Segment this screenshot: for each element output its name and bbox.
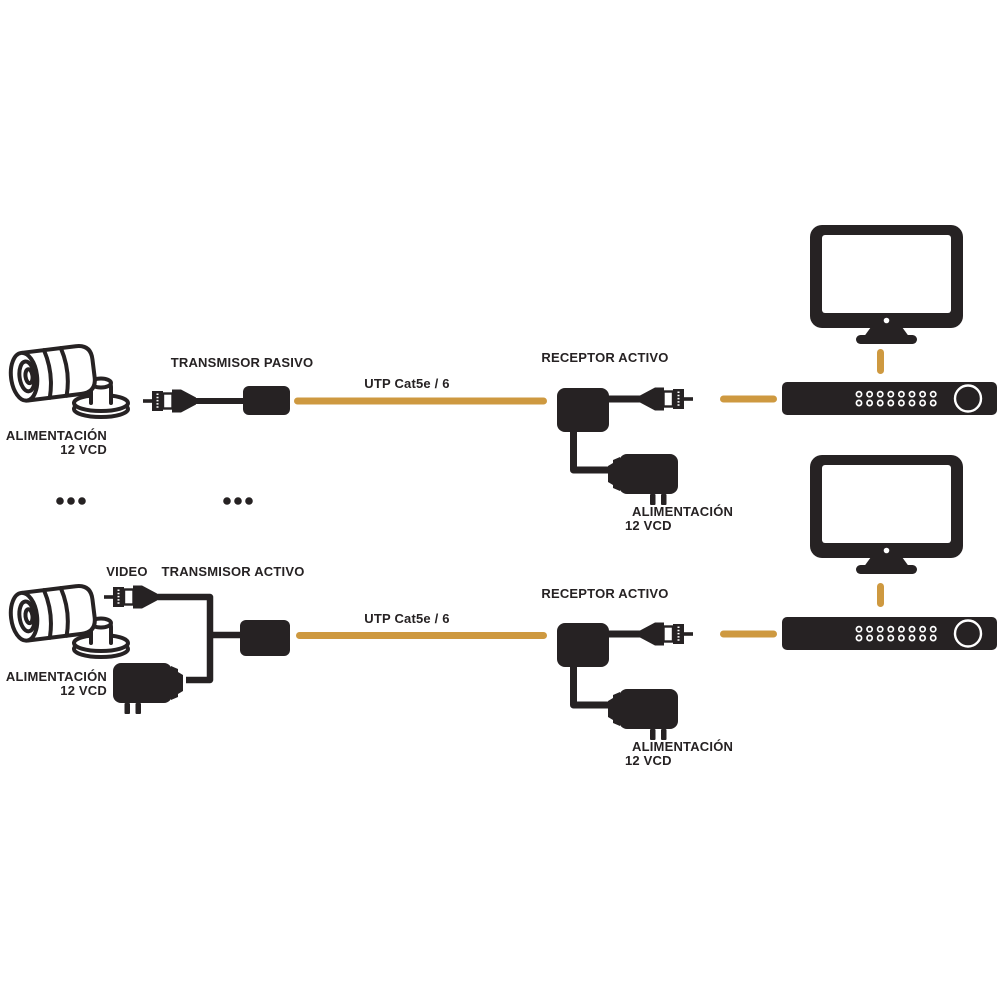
wire bbox=[155, 593, 214, 684]
camera-power-label: ALIMENTACIÓN 12 VCD bbox=[6, 429, 107, 457]
bnc-connector-icon bbox=[638, 621, 695, 647]
utp-cable bbox=[720, 395, 777, 403]
dvr-icon bbox=[780, 615, 999, 652]
monitor-icon bbox=[810, 225, 963, 344]
continuation-dots bbox=[56, 497, 253, 505]
utp-cable bbox=[294, 397, 547, 405]
receiver-active-label: RECEPTOR ACTIVO bbox=[541, 586, 669, 601]
wire bbox=[570, 665, 608, 709]
receiver-box bbox=[557, 623, 609, 667]
camera-icon bbox=[6, 342, 131, 419]
utp-cable bbox=[720, 630, 777, 638]
power-adapter-icon bbox=[608, 689, 678, 740]
power-adapter-icon bbox=[608, 454, 678, 505]
bnc-connector-icon bbox=[141, 388, 198, 414]
bnc-connector-icon bbox=[638, 386, 695, 412]
receiver-power-line2: 12 VCD bbox=[625, 753, 672, 768]
camera-power-line1: ALIMENTACIÓN bbox=[5, 428, 107, 443]
utp-cable-label: UTP Cat5e / 6 bbox=[364, 611, 450, 626]
monitor-icon bbox=[810, 455, 963, 574]
receiver-box bbox=[557, 388, 609, 432]
receiver-power-line2: 12 VCD bbox=[625, 518, 672, 533]
balun-box bbox=[240, 620, 290, 656]
balun-box bbox=[243, 386, 290, 415]
utp-cable bbox=[296, 632, 547, 639]
camera-power-line1: ALIMENTACIÓN bbox=[5, 669, 107, 684]
video-label: VIDEO bbox=[106, 564, 148, 579]
receiver-power-label: ALIMENTACIÓN 12 VCD bbox=[625, 505, 733, 533]
transmitter-passive-label: TRANSMISOR PASIVO bbox=[170, 355, 314, 370]
receiver-power-label: ALIMENTACIÓN 12 VCD bbox=[625, 740, 733, 768]
camera-power-label: ALIMENTACIÓN 12 VCD bbox=[6, 670, 107, 698]
dvr-icon bbox=[780, 380, 999, 417]
receiver-power-line1: ALIMENTACIÓN bbox=[632, 739, 734, 754]
camera-power-line2: 12 VCD bbox=[60, 683, 107, 698]
receiver-power-line1: ALIMENTACIÓN bbox=[632, 504, 734, 519]
bnc-connector-icon bbox=[102, 584, 159, 610]
receiver-active-label: RECEPTOR ACTIVO bbox=[541, 350, 669, 365]
camera-power-line2: 12 VCD bbox=[60, 442, 107, 457]
power-adapter-icon bbox=[113, 663, 183, 714]
utp-cable-label: UTP Cat5e / 6 bbox=[364, 376, 450, 391]
transmitter-active-label: TRANSMISOR ACTIVO bbox=[161, 564, 305, 579]
wire bbox=[570, 430, 608, 474]
utp-cable bbox=[877, 349, 884, 374]
utp-cable bbox=[877, 583, 884, 607]
